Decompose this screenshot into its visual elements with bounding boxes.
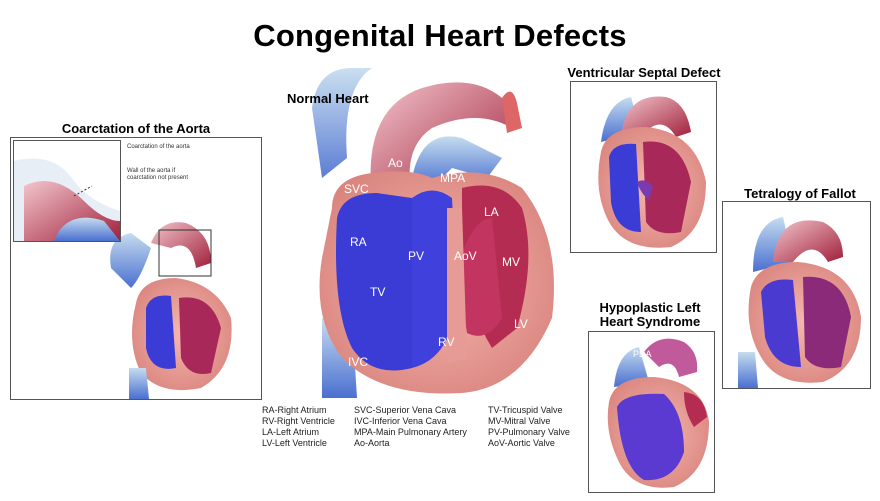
label-ao: Ao (388, 156, 403, 170)
legend-col3: TV-Tricuspid Valve MV-Mitral Valve PV-Pu… (488, 405, 570, 449)
label-pv: PV (408, 249, 424, 263)
normal-heart-illustration: SVC Ao MPA RA LA PV AoV MV TV RV LV IVC (312, 68, 554, 398)
hlhs-title-line2: Heart Syndrome (599, 314, 701, 329)
hlhs-panel: PDA (588, 331, 715, 493)
label-aov: AoV (454, 249, 477, 263)
legend-col2: SVC-Superior Vena Cava IVC-Inferior Vena… (354, 405, 467, 449)
page-title: Congenital Heart Defects (253, 18, 627, 53)
label-ivc: IVC (348, 355, 368, 369)
legend-item: RA-Right Atrium (262, 405, 327, 415)
vsd-title: Ventricular Septal Defect (567, 65, 721, 80)
coarctation-title: Coarctation of the Aorta (61, 121, 211, 136)
vsd-panel (570, 81, 717, 253)
legend-item: AoV-Aortic Valve (488, 438, 555, 448)
legend-item: LV-Left Ventricle (262, 438, 327, 448)
label-svc: SVC (344, 182, 369, 196)
label-rv: RV (438, 335, 454, 349)
hlhs-illustration: PDA (607, 338, 709, 488)
hlhs-title: Hypoplastic Left Heart Syndrome (586, 301, 714, 329)
label-la: LA (484, 205, 499, 219)
label-lv: LV (514, 317, 528, 331)
label-mpa: MPA (440, 171, 465, 185)
coarctation-inset-illustration (14, 158, 120, 241)
abbreviation-legend: RA-Right Atrium RV-Right Ventricle LA-Le… (262, 405, 582, 457)
legend-item: IVC-Inferior Vena Cava (354, 416, 447, 426)
normal-heart-title: Normal Heart (287, 91, 369, 106)
coarctation-inset (13, 140, 121, 242)
tof-title: Tetralogy of Fallot (744, 186, 856, 201)
legend-item: MV-Mitral Valve (488, 416, 551, 426)
label-mv: MV (502, 255, 520, 269)
legend-item: MPA-Main Pulmonary Artery (354, 427, 467, 437)
coarctation-illustration (110, 222, 232, 399)
hlhs-title-line1: Hypoplastic Left (599, 300, 701, 315)
legend-item: TV-Tricuspid Valve (488, 405, 563, 415)
legend-item: RV-Right Ventricle (262, 416, 335, 426)
legend-item: SVC-Superior Vena Cava (354, 405, 457, 415)
coarctation-panel: Coarctation of the aorta Wall of the aor… (10, 137, 262, 400)
legend-item: LA-Left Atrium (262, 427, 320, 437)
legend-item: Ao-Aorta (354, 438, 390, 448)
label-ra: RA (350, 235, 367, 249)
label-pda: PDA (633, 349, 652, 359)
vsd-illustration (598, 96, 706, 248)
normal-heart-diagram: Normal Heart SVC Ao MPA RA LA PV AoV MV … (262, 68, 567, 400)
legend-item: PV-Pulmonary Valve (488, 427, 570, 437)
coarctation-note-2: Wall of the aorta if coarctation not pre… (127, 168, 189, 181)
legend-col1: RA-Right Atrium RV-Right Ventricle LA-Le… (262, 405, 335, 449)
tof-illustration (738, 217, 861, 388)
label-tv: TV (370, 285, 385, 299)
tof-panel (722, 201, 871, 389)
coarctation-note-1: Coarctation of the aorta (127, 144, 190, 150)
